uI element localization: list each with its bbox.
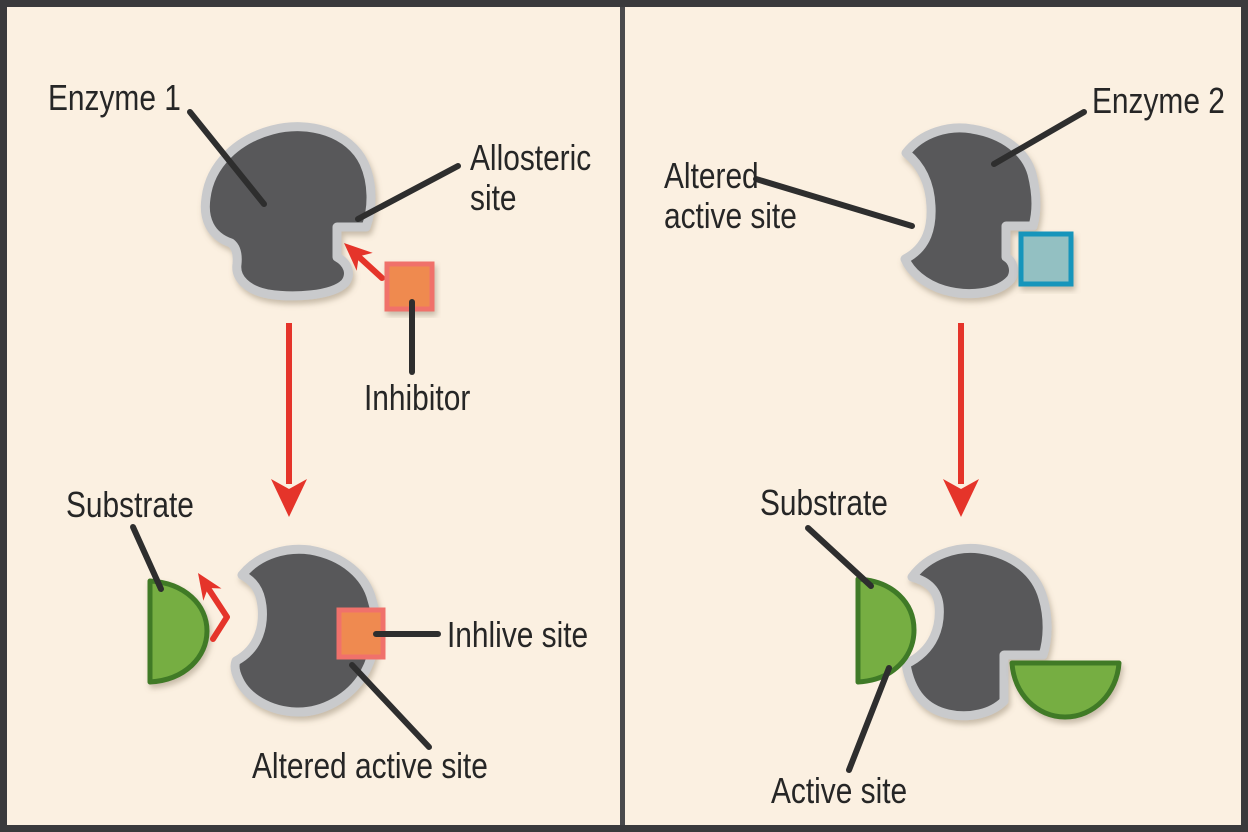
enzyme-1-shape xyxy=(200,122,376,301)
left-substrate-shape xyxy=(147,578,210,685)
allosteric-site-label: Allosteric site xyxy=(470,138,591,218)
inhibitor-label: Inhibitor xyxy=(364,377,471,418)
allosteric-site-label-line2: site xyxy=(470,177,517,218)
left-altered-active-site-leader-line xyxy=(349,662,432,750)
enzyme-2-leader-line xyxy=(991,109,1087,167)
product-half-disc-shape xyxy=(1009,660,1122,720)
enzyme-1-leader-line xyxy=(187,109,267,207)
enzyme-1-label: Enzyme 1 xyxy=(48,77,181,118)
left-altered-active-site-label: Altered active site xyxy=(252,745,488,786)
active-site-label: Active site xyxy=(771,770,908,811)
enzyme-2-shape xyxy=(900,123,1041,299)
left-substrate-leader-line xyxy=(130,524,164,592)
right-altered-active-site-label: Altered active site xyxy=(664,156,797,236)
inhibitor-binding-arrow xyxy=(344,243,385,281)
right-substrate-label: Substrate xyxy=(760,482,888,523)
right-altered-active-site-label-line2: active site xyxy=(664,195,797,236)
enzyme-2-bound-shape xyxy=(901,543,1052,721)
active-site-leader-line xyxy=(846,665,892,773)
right-altered-active-site-label-line1: Altered xyxy=(664,155,759,196)
bottom-edge-strip xyxy=(0,827,1248,832)
panel-divider xyxy=(620,0,625,832)
allosteric-site-leader-line xyxy=(355,163,461,222)
right-substrate-leader-line xyxy=(805,525,874,589)
right-altered-active-site-leader-line xyxy=(753,176,915,229)
allosteric-site-label-line1: Allosteric xyxy=(470,137,592,178)
left-transformation-arrow xyxy=(271,323,307,517)
teal-molecule-square xyxy=(1018,231,1074,287)
enzyme-1-altered-shape xyxy=(230,544,381,717)
substrate-rejected-arrow xyxy=(198,573,230,642)
enzyme-2-label: Enzyme 2 xyxy=(1092,80,1225,121)
right-substrate-shape xyxy=(855,576,917,685)
right-transformation-arrow xyxy=(943,323,979,517)
bound-inhibitor-label: Inhlive site xyxy=(447,614,589,655)
left-substrate-label: Substrate xyxy=(66,484,194,525)
